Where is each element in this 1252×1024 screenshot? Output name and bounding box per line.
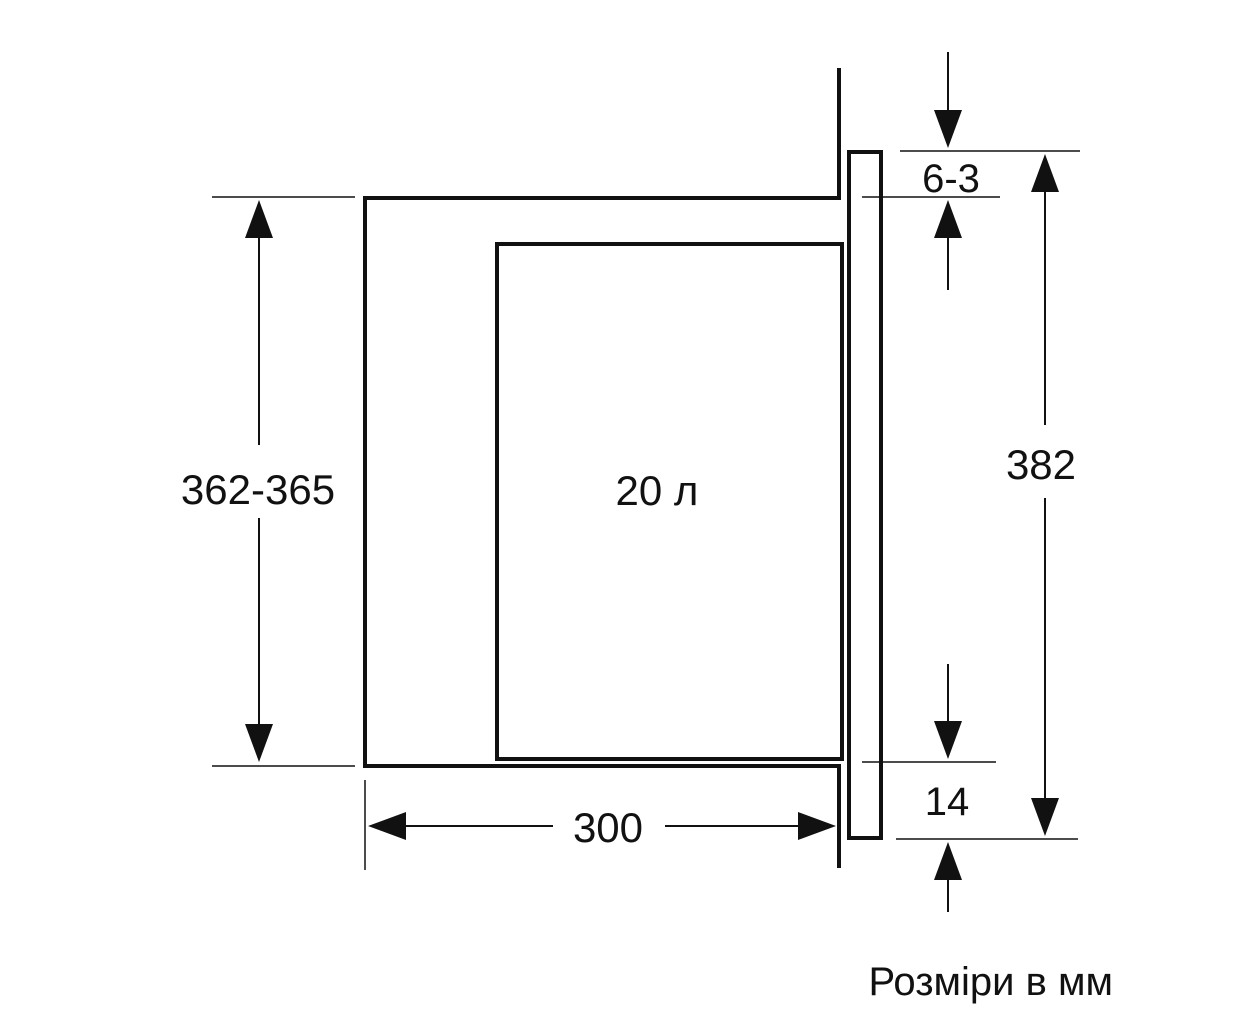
depth-label: 300	[573, 804, 643, 851]
height-cabinet-label: 362-365	[181, 466, 335, 513]
bottom-offset-label: 14	[925, 780, 970, 824]
dimension-bottom-offset: 14	[862, 664, 1078, 912]
front-panel	[847, 150, 883, 840]
dimension-height-appliance: 382	[1006, 154, 1076, 836]
arrow-up-icon	[1031, 154, 1059, 192]
arrow-down-icon	[934, 721, 962, 759]
arrow-down-icon	[1031, 798, 1059, 836]
units-note: Розміри в мм	[868, 960, 1113, 1004]
arrow-up-icon	[934, 842, 962, 880]
cabinet-niche-outline	[363, 68, 841, 868]
dimension-height-cabinet: 362-365	[181, 196, 355, 767]
inner-cavity	[495, 242, 844, 761]
arrow-down-icon	[934, 110, 962, 148]
arrow-left-icon	[368, 812, 406, 840]
arrow-up-icon	[245, 200, 273, 238]
dimension-depth: 300	[364, 780, 836, 870]
arrow-down-icon	[245, 724, 273, 762]
volume-label: 20 л	[616, 467, 699, 514]
arrow-right-icon	[798, 812, 836, 840]
dimension-top-gap: 6-3	[862, 52, 1080, 290]
top-gap-label: 6-3	[922, 157, 980, 201]
height-appliance-label: 382	[1006, 441, 1076, 488]
arrow-up-icon	[934, 200, 962, 238]
